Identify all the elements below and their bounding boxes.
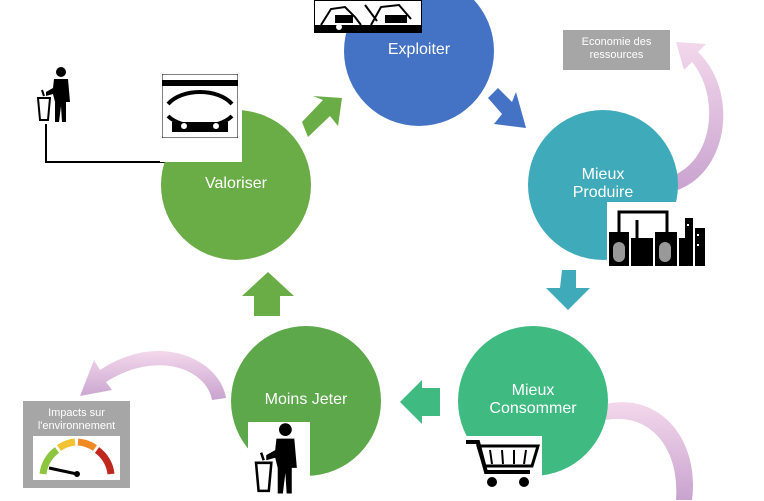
note-economie-line1: Economie des	[581, 36, 652, 48]
node-mieux-consommer-label: Mieux Consommer	[458, 382, 608, 418]
curve-arrow-economie	[672, 42, 724, 190]
recycling-plant-icon	[160, 70, 242, 162]
arrow-moinsjeter-to-valoriser	[242, 272, 294, 316]
mining-machinery-icon	[314, 0, 422, 33]
node-mieux-produire-line2: Produire	[572, 184, 634, 201]
curve-arrow-impacts	[80, 351, 226, 400]
trash-bin-person-icon	[36, 66, 76, 124]
node-mieux-produire-label: Mieux Produire	[528, 166, 678, 202]
factory-icon	[607, 202, 707, 268]
node-mieux-consommer-line2: Consommer	[489, 400, 577, 417]
arrow-exploiter-to-produire	[488, 88, 526, 128]
arrow-valoriser-to-exploiter	[302, 96, 342, 137]
arrow-consommer-to-moinsjeter	[400, 380, 440, 424]
node-valoriser-label: Valoriser	[205, 175, 267, 192]
note-impacts-line1: Impacts sur	[48, 407, 105, 419]
node-mieux-produire-line1: Mieux	[581, 166, 625, 183]
shopping-cart-icon	[462, 436, 542, 492]
curve-arrow-consommer	[606, 402, 694, 500]
note-impacts-line2: l'environnement	[37, 420, 116, 432]
arrow-produire-to-consommer	[546, 270, 590, 310]
note-economie-ressources: Economie des ressources	[563, 30, 670, 70]
node-moins-jeter-label: Moins Jeter	[264, 391, 348, 408]
trash-bin-person-icon-moins-jeter	[248, 422, 310, 496]
gauge-icon	[33, 436, 120, 480]
note-economie-line2: ressources	[589, 49, 644, 61]
node-exploiter-label: Exploiter	[387, 41, 451, 58]
node-mieux-consommer-line1: Mieux	[511, 382, 555, 399]
